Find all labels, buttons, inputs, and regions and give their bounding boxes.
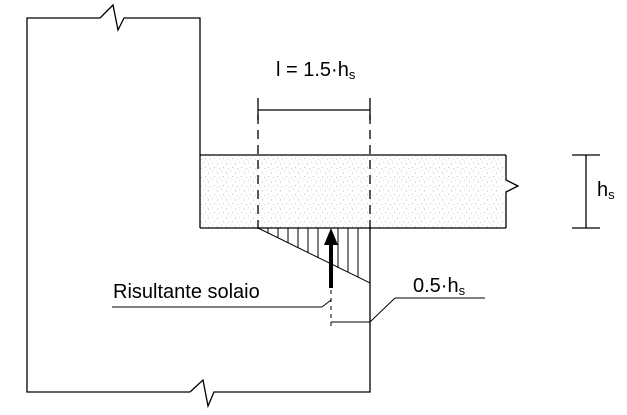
- resultant-arrow: [324, 228, 338, 328]
- length-dimension: [257, 98, 371, 120]
- slab-break-line: [505, 155, 520, 228]
- offset-dimension-label: 0.5·hs: [413, 275, 466, 298]
- length-dimension-label: l = 1.5·hs: [276, 59, 356, 82]
- resultant-label: Risultante solaio: [113, 281, 260, 303]
- dashed-reference-lines: [257, 115, 371, 232]
- offset-dimension: [331, 297, 485, 323]
- pressure-triangle: [257, 227, 371, 284]
- resultant-leader-tick: [321, 299, 332, 308]
- slab-thickness-dimension: [572, 154, 600, 229]
- wall-outline: [26, 3, 371, 409]
- floor-slab: [199, 154, 520, 229]
- slab-thickness-label: hs: [597, 179, 615, 202]
